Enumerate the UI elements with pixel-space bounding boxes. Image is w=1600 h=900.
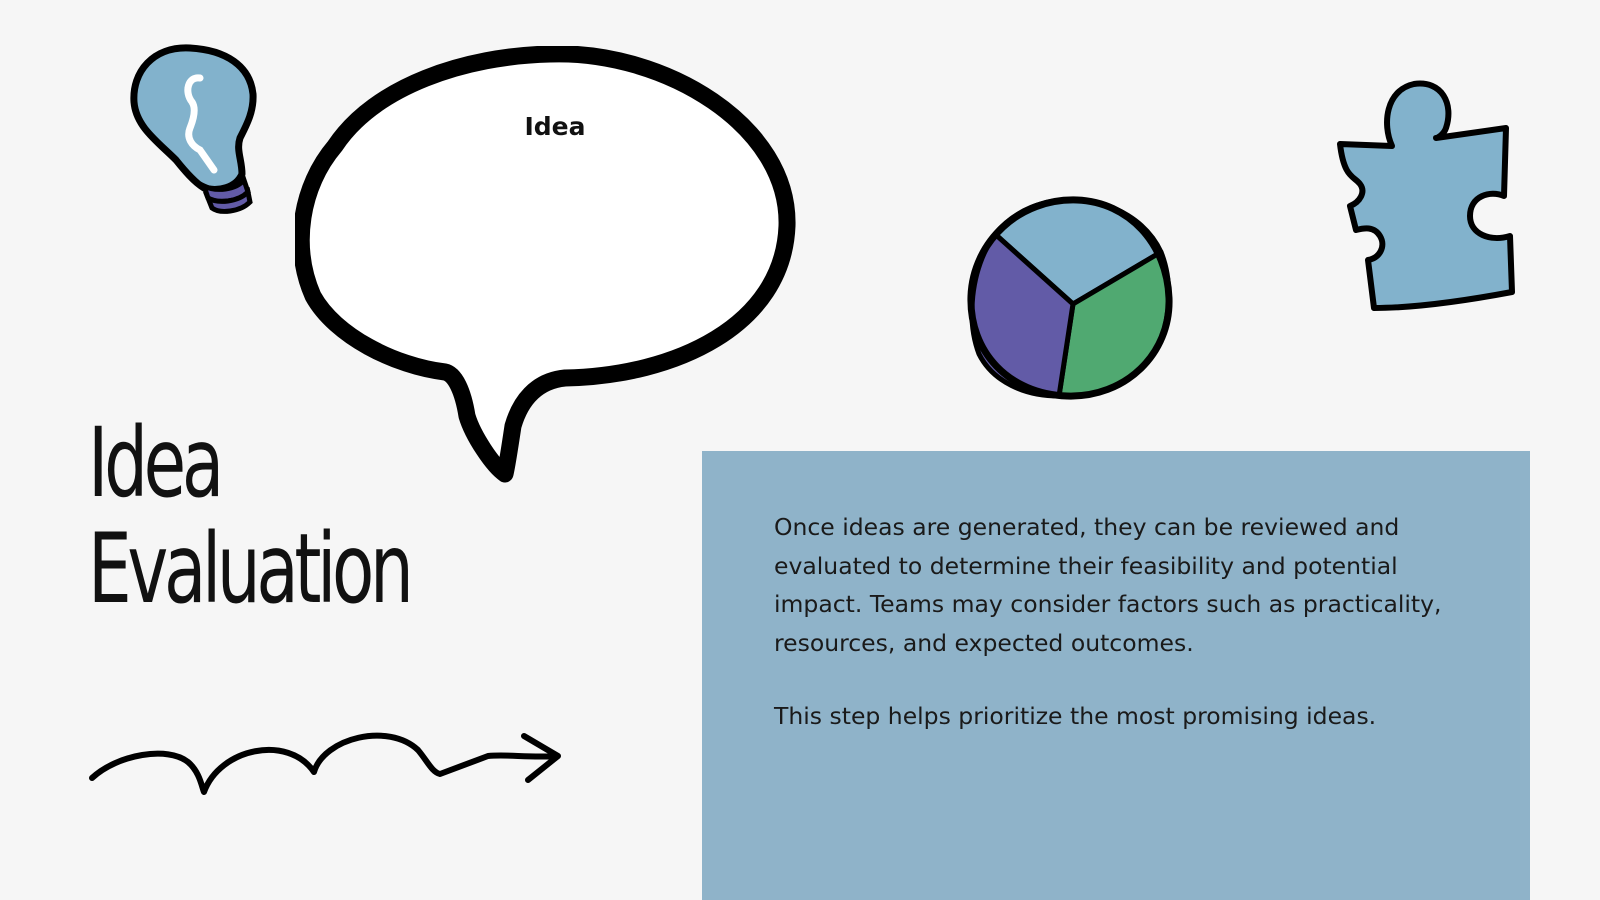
- lightbulb-icon: [130, 44, 257, 214]
- bubble-label: Idea: [524, 112, 586, 141]
- title-line-1: Idea: [88, 407, 224, 519]
- body-paragraph-2: This step helps prioritize the most prom…: [774, 702, 1377, 730]
- text-panel: Once ideas are generated, they can be re…: [702, 451, 1530, 900]
- speech-bubble-icon: [295, 46, 796, 483]
- pie-chart-icon: [967, 196, 1173, 400]
- body-paragraph-1: Once ideas are generated, they can be re…: [774, 513, 1442, 657]
- slide-title: Idea Evaluation: [88, 410, 491, 622]
- squiggle-arrow-icon: [89, 732, 561, 795]
- puzzle-piece-icon: [1337, 80, 1515, 311]
- title-line-2: Evaluation: [88, 513, 414, 625]
